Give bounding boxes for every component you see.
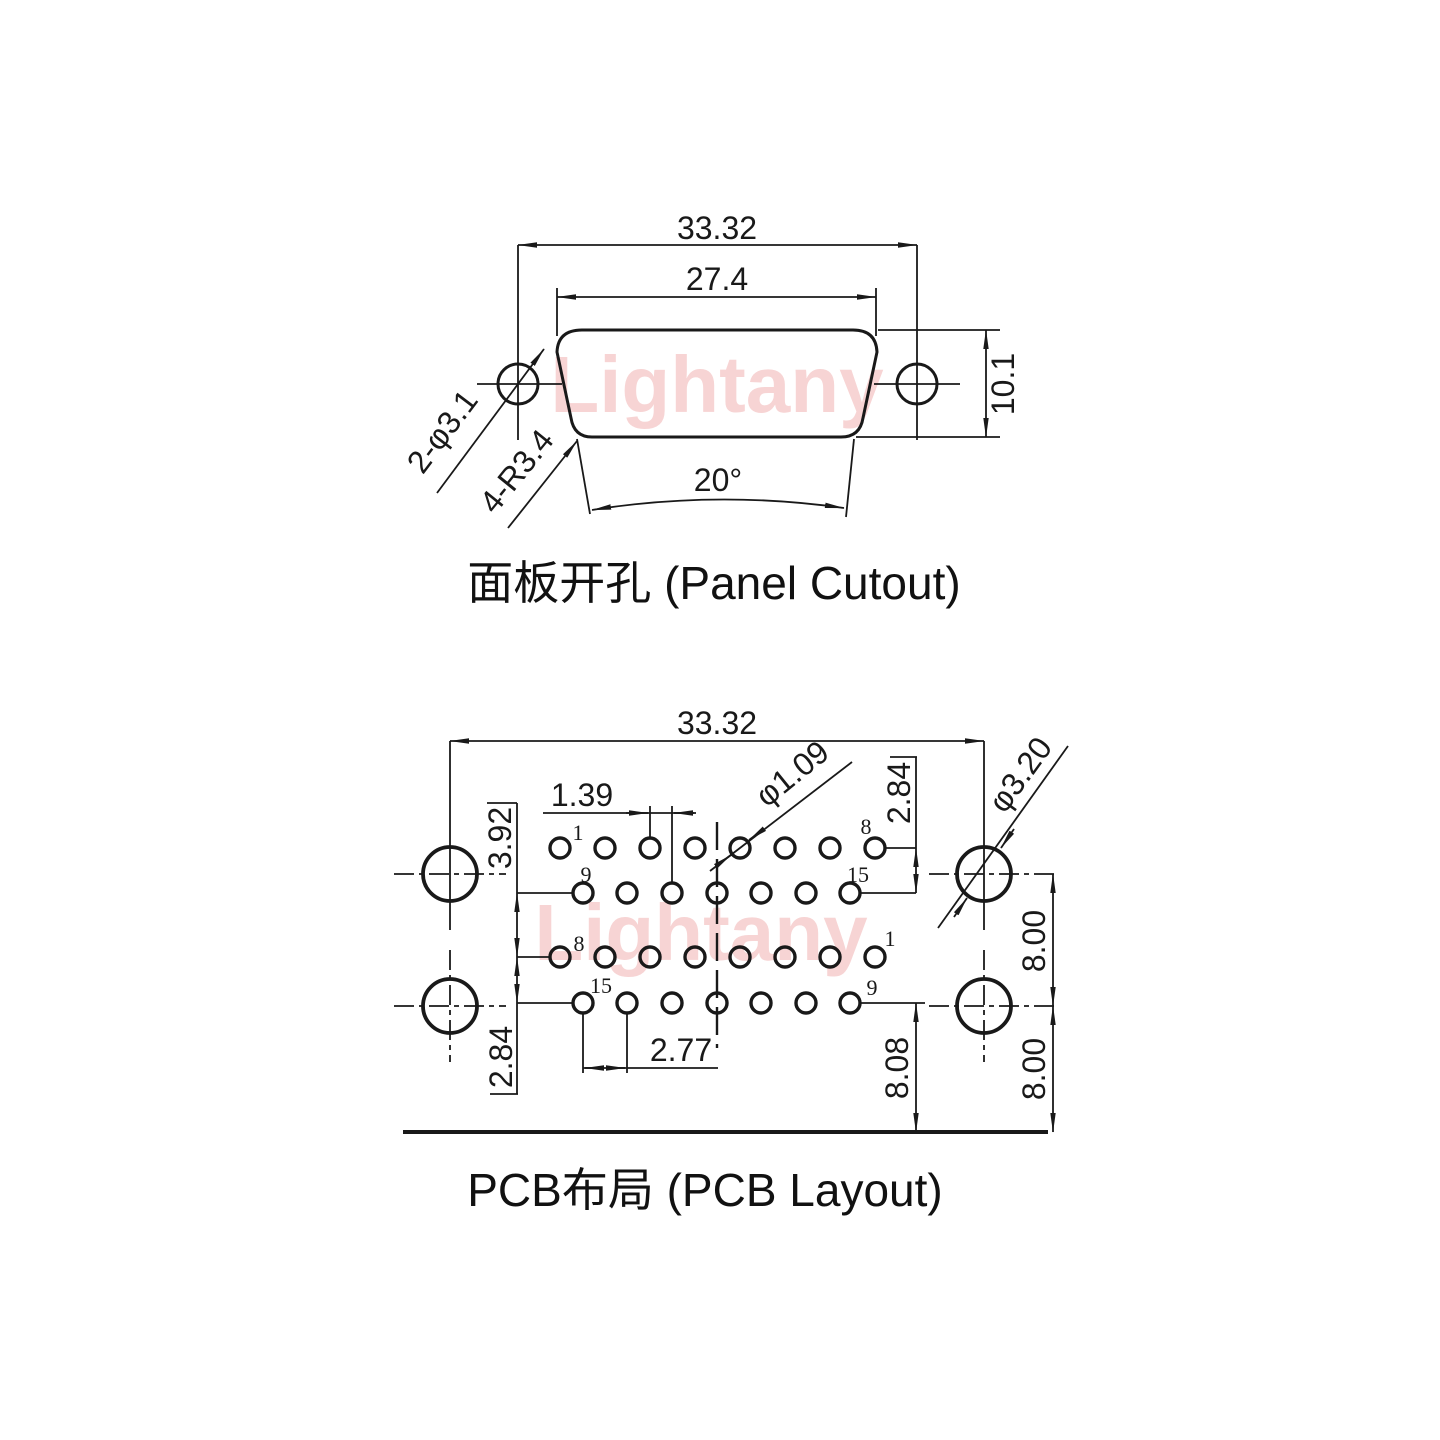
pin-label: 1 <box>573 820 584 845</box>
panel-cutout-title: 面板开孔 (Panel Cutout) <box>467 557 960 609</box>
dim-overall-width: 33.32 <box>677 210 757 246</box>
angle-leg <box>845 438 855 518</box>
dsub-cutout-outline <box>555 328 879 439</box>
dim-connector-gap: 3.92 <box>482 807 518 869</box>
dim-arrow <box>748 826 767 841</box>
dim-row-to-edge: 8.08 <box>879 1037 915 1099</box>
watermark: Lightany <box>534 888 868 977</box>
pin-label: 15 <box>847 862 869 887</box>
pin-hole-row-3 <box>548 945 887 969</box>
pcb-layout-title: PCB布局 (PCB Layout) <box>467 1164 942 1216</box>
pin-hole-row-1 <box>548 836 887 860</box>
dim-pin-hole-dia: φ1.09 <box>748 733 835 813</box>
dim-side-angle: 20° <box>694 462 742 498</box>
label-corner-radius: 4-R3.4 <box>472 422 560 519</box>
watermark: Lightany <box>550 340 884 429</box>
dim-arc-angle <box>591 498 845 511</box>
pin-label: 8 <box>574 931 585 956</box>
dim-arrow <box>1000 828 1015 849</box>
pin-label: 8 <box>861 814 872 839</box>
pin-hole-row-4 <box>571 991 862 1015</box>
dim-top-width: 27.4 <box>686 261 748 297</box>
pin-label: 9 <box>581 862 592 887</box>
dim-pin-pitch: 2.77 <box>650 1032 712 1068</box>
dim-row-pitch-lower: 2.84 <box>483 1026 519 1088</box>
pin-label: 9 <box>867 975 878 1000</box>
leader-mounting-holes <box>436 348 545 494</box>
panel-cutout-diagram: Lightany 33.32 27.4 10.1 20° 2-φ3.1 <box>400 210 1021 609</box>
dim-row-pitch-upper: 2.84 <box>881 762 917 824</box>
dim-mount-gap-right: 8.00 <box>1016 910 1052 972</box>
dim-arrow <box>953 897 968 918</box>
pin-label: 15 <box>590 973 612 998</box>
leader-pin-hole-dia <box>709 761 853 872</box>
pcb-layout-diagram: Lightany <box>394 705 1069 1216</box>
pin-label: 1 <box>885 926 896 951</box>
dim-mounting-span: 33.32 <box>677 705 757 741</box>
label-mounting-holes: 2-φ3.1 <box>400 383 485 479</box>
angle-leg <box>576 438 591 515</box>
dim-arrow <box>713 854 732 869</box>
dim-row-stagger: 1.39 <box>551 777 613 813</box>
dim-height: 10.1 <box>985 353 1021 415</box>
dim-mount-to-edge: 8.00 <box>1016 1038 1052 1100</box>
leader-corner-radius <box>507 440 578 529</box>
